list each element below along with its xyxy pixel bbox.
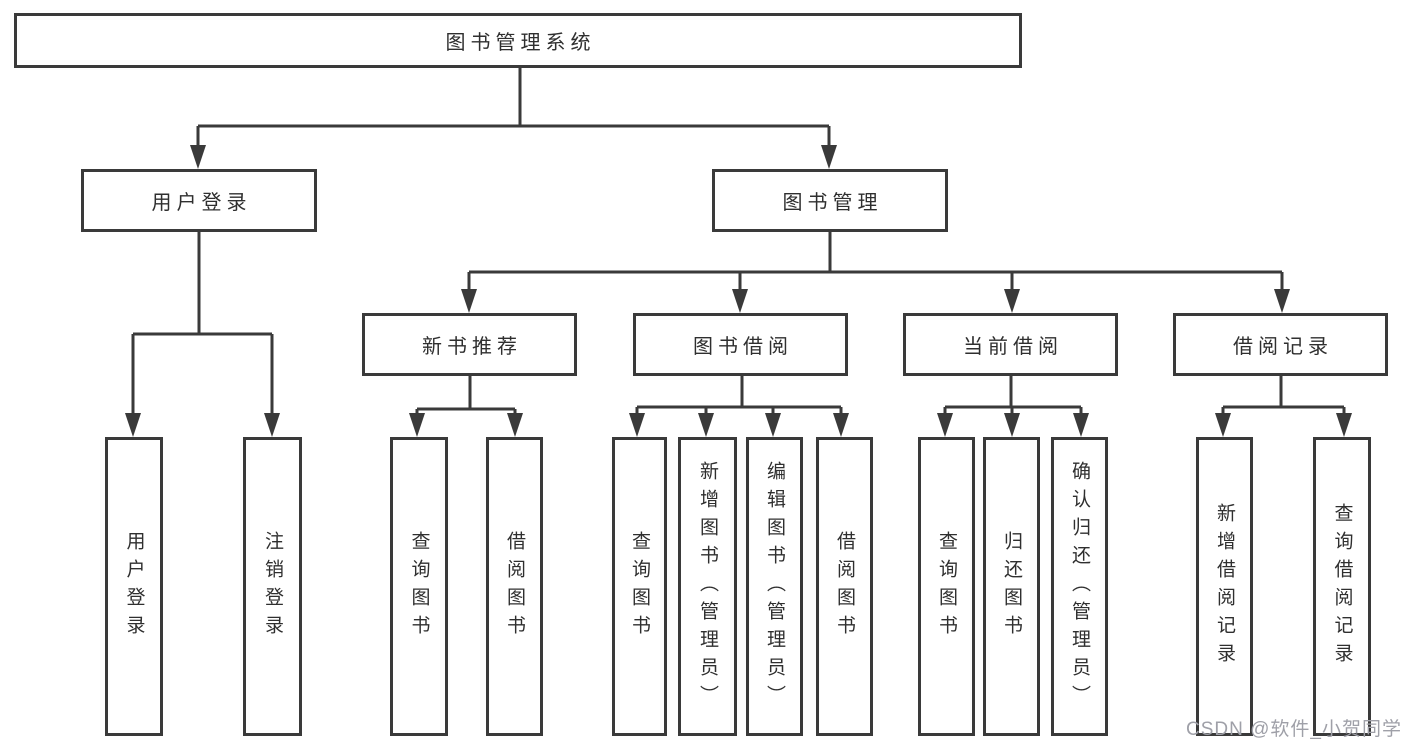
node-leaf-edit-books-admin: 编辑图书（管理员） <box>746 437 803 736</box>
node-leaf-query-borrow-record: 查询借阅记录 <box>1313 437 1371 736</box>
node-label: 查询借阅记录 <box>1331 502 1353 671</box>
node-current-borrowing: 当前借阅 <box>903 313 1118 376</box>
node-label: 确认归还（管理员） <box>1069 460 1090 713</box>
node-label: 编辑图书（管理员） <box>764 460 785 713</box>
node-leaf-add-books-admin: 新增图书（管理员） <box>678 437 737 736</box>
node-leaf-user-login: 用户登录 <box>105 437 163 736</box>
node-borrow-records: 借阅记录 <box>1173 313 1388 376</box>
node-label: 新增图书（管理员） <box>697 460 718 713</box>
node-label: 新增借阅记录 <box>1214 502 1235 671</box>
node-leaf-query-books-current: 查询图书 <box>918 437 975 736</box>
node-leaf-add-borrow-record: 新增借阅记录 <box>1196 437 1253 736</box>
node-label: 查询图书 <box>408 530 430 643</box>
node-leaf-return-books: 归还图书 <box>983 437 1040 736</box>
watermark: CSDN @软件_小贺同学 <box>1186 719 1402 740</box>
node-label: 借阅图书 <box>504 530 525 643</box>
node-new-book-recommend: 新书推荐 <box>362 313 577 376</box>
node-leaf-logout: 注销登录 <box>243 437 302 736</box>
node-leaf-query-books-recommend: 查询图书 <box>390 437 448 736</box>
node-label: 归还图书 <box>1001 530 1022 643</box>
node-label: 查询图书 <box>629 530 650 643</box>
node-label: 注销登录 <box>262 530 283 643</box>
arrowheads <box>125 145 1352 437</box>
node-book-borrowing: 图书借阅 <box>633 313 848 376</box>
node-leaf-confirm-return-admin: 确认归还（管理员） <box>1051 437 1108 736</box>
node-leaf-query-books-borrowing: 查询图书 <box>612 437 667 736</box>
node-label: 借阅图书 <box>834 530 855 643</box>
node-label: 用户登录 <box>123 530 145 643</box>
node-library-system: 图书管理系统 <box>14 13 1022 68</box>
node-user-login: 用户登录 <box>81 169 317 232</box>
node-book-management: 图书管理 <box>712 169 948 232</box>
node-leaf-borrow-books-recommend: 借阅图书 <box>486 437 543 736</box>
node-leaf-borrow-books-borrowing: 借阅图书 <box>816 437 873 736</box>
node-label: 查询图书 <box>936 530 957 643</box>
